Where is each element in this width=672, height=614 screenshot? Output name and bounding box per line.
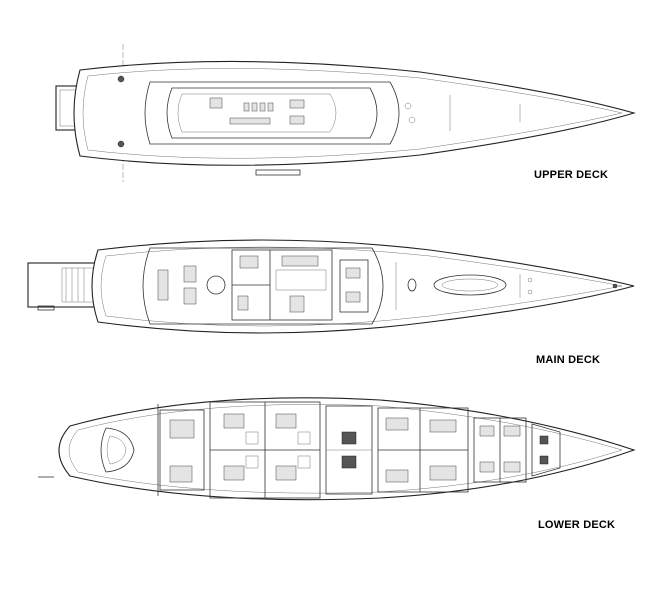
upper-deck-label: UPPER DECK [534,169,609,181]
main-hull-outline [91,239,635,334]
main-deck-drawing [27,239,635,334]
upper-deck-drawing [55,44,636,182]
lower-hull-outline [58,397,636,501]
lower-deck-drawing [38,397,636,501]
main-swim-platform [27,262,99,308]
main-deckhouse [142,247,384,325]
main-tender [433,274,507,296]
lower-deck-label: LOWER DECK [538,519,616,531]
winch-icon [117,140,125,148]
winch-icon [117,75,125,83]
upper-hull-outline [73,60,636,166]
main-deck-label: MAIN DECK [536,354,601,366]
lower-tender-garage [100,427,135,473]
upper-deckhouse [144,81,400,145]
